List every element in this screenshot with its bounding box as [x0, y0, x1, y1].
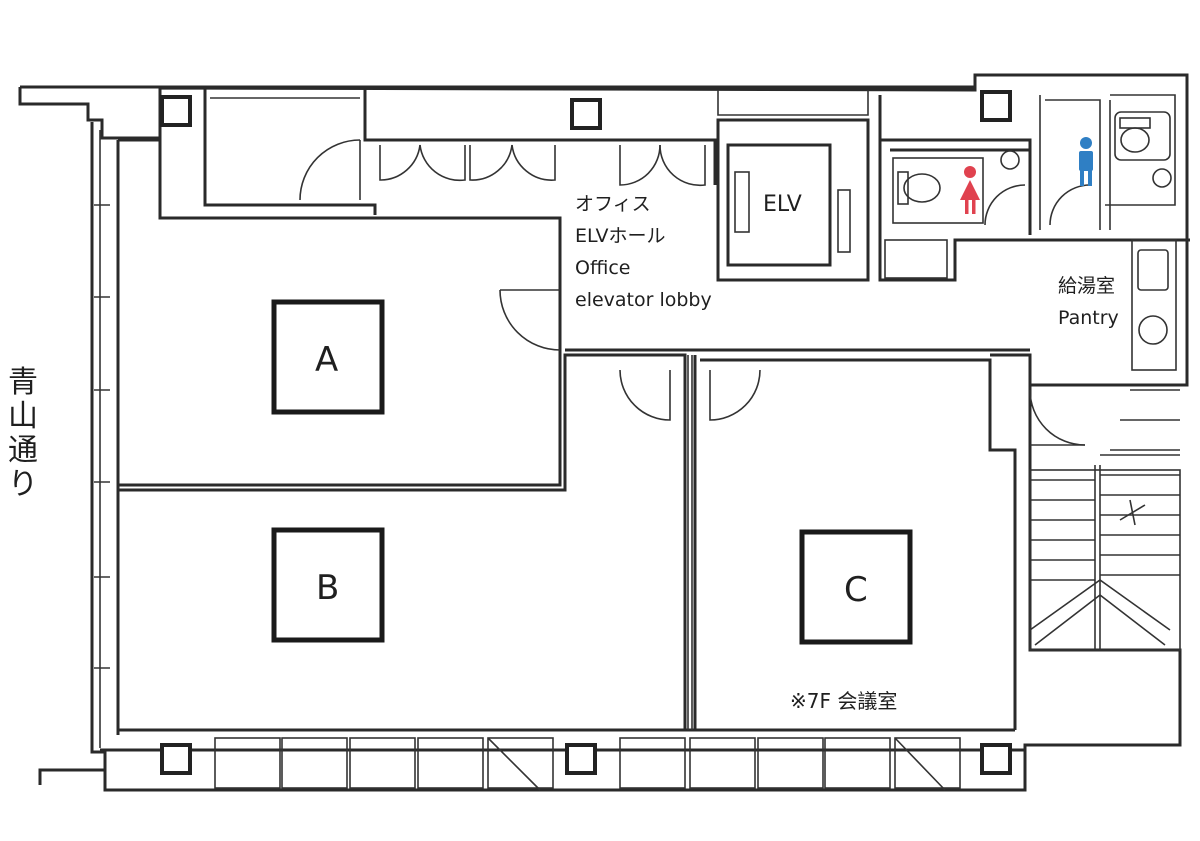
toilet-icon — [897, 171, 941, 205]
lobby-label-line4: elevator lobby — [575, 289, 712, 311]
room-b-box — [271, 527, 385, 643]
outer-wall — [18, 73, 1189, 792]
toilet-icon — [1119, 117, 1151, 153]
bottom-wall — [100, 728, 1025, 752]
room-c-box — [799, 529, 913, 645]
pantry-label-ja: 給湯室 — [1058, 275, 1116, 297]
pantry-counter — [1131, 239, 1177, 371]
stairs-icon — [1029, 389, 1181, 651]
room-a-box — [271, 299, 385, 415]
room-a-label: A — [315, 340, 339, 380]
columns — [160, 90, 1012, 775]
lobby-label-line2: ELVホール — [575, 225, 666, 247]
left-exterior-wall — [90, 122, 120, 770]
upper-left-room — [203, 88, 717, 215]
lobby-label: オフィス ELVホール Office elevator lobby — [575, 188, 712, 316]
bottom-windows — [214, 737, 961, 791]
pantry-label: 給湯室 Pantry — [1058, 270, 1119, 334]
room-b-c-divider — [687, 355, 693, 730]
room-c-wall — [693, 353, 1032, 730]
room-c-label: C — [844, 570, 868, 610]
lobby-label-line1: オフィス — [575, 193, 651, 215]
window-ticks — [94, 204, 110, 669]
female-restroom-icon — [960, 166, 980, 214]
road-label: 青山通り — [8, 365, 38, 502]
room-b-label: B — [316, 568, 340, 608]
room-a-wall — [118, 138, 687, 730]
restroom-block — [878, 94, 1190, 282]
lobby-label-line3: Office — [575, 257, 631, 279]
elevator-label: ELV — [763, 192, 802, 217]
meeting-room-note: ※7F 会議室 — [790, 689, 898, 713]
male-restroom-icon — [1079, 137, 1093, 186]
door-swings — [299, 139, 1091, 446]
pantry-label-en: Pantry — [1058, 307, 1119, 329]
elevator-shaft — [716, 90, 870, 282]
